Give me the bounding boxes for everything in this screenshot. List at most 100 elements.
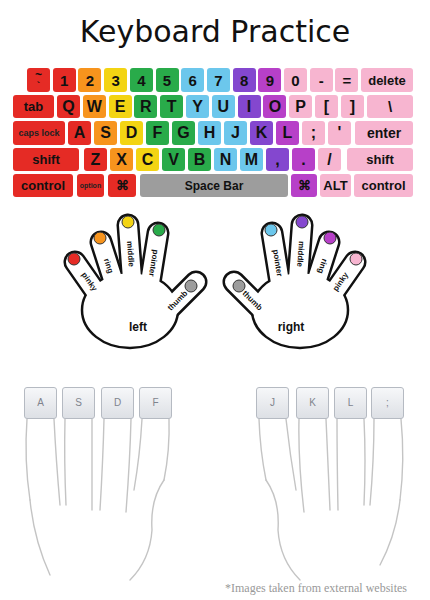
fingertip-dot	[68, 253, 80, 265]
keyboard-key: caps lock	[13, 121, 65, 145]
fingertip-dot	[185, 280, 197, 292]
resting-hands-outline	[380, 500, 400, 565]
home-row-keycap: K	[296, 387, 329, 419]
key-label: shift	[366, 153, 393, 166]
resting-hands-outline	[164, 419, 169, 480]
keyboard-key: =	[335, 68, 358, 92]
left-hand-outline	[101, 242, 118, 295]
key-label: delete	[368, 74, 406, 87]
key-label: ]	[350, 99, 355, 115]
home-row-keycap: F	[139, 387, 172, 419]
key-label: `	[37, 81, 40, 91]
resting-hands-outline	[126, 419, 131, 512]
keyboard-key: M	[240, 148, 263, 171]
left-hand-outline	[75, 225, 196, 348]
key-label: N	[220, 152, 232, 168]
home-row-keycap: S	[62, 387, 95, 419]
source-note: *Images taken from external websites	[225, 582, 407, 594]
keyboard-key: ]	[341, 95, 364, 118]
keyboard-key: 1	[53, 68, 76, 92]
resting-hands-outline	[26, 419, 403, 580]
key-label: M	[245, 152, 258, 168]
resting-hands-outline	[30, 500, 50, 575]
keyboard-key: 4	[130, 68, 153, 92]
keyboard-key: H	[198, 121, 221, 145]
keyboard-key: Y	[186, 95, 209, 118]
keyboard-key: shift	[347, 148, 413, 171]
resting-hands-outline	[259, 419, 266, 480]
keyboard-key: 7	[207, 68, 230, 92]
key-label: S	[75, 398, 82, 408]
fingertip-dot	[324, 232, 336, 244]
resting-hands-outline	[286, 419, 296, 490]
key-label: V	[168, 152, 179, 168]
keyboard-key: tab	[13, 95, 54, 118]
keyboard-key: T	[160, 95, 183, 118]
home-row-keycap: J	[256, 387, 289, 419]
key-label: K	[256, 125, 268, 141]
key-label: F	[152, 398, 158, 408]
home-row-keycap: ;	[371, 387, 404, 419]
key-label: enter	[367, 126, 401, 140]
keyboard-key: N	[214, 148, 237, 171]
home-row-keycap: L	[334, 387, 367, 419]
keyboard-key: Q	[57, 95, 80, 118]
key-label: 4	[137, 73, 145, 88]
keyboard-key: W	[83, 95, 106, 118]
key-label: ⌘	[298, 179, 311, 192]
right-hand-outline	[234, 225, 355, 320]
keyboard-key: shift	[13, 148, 79, 171]
key-label: U	[218, 99, 230, 115]
key-label: K	[309, 398, 316, 408]
keyboard-key: Space Bar	[140, 174, 288, 197]
key-label: ALT	[323, 179, 347, 192]
right-hand-outline	[312, 242, 329, 295]
keyboard-key: 2	[78, 68, 101, 92]
key-label: caps lock	[18, 129, 59, 138]
key-label: shift	[32, 153, 59, 166]
fingertip-dot	[122, 216, 134, 228]
keyboard-key: ⌘	[291, 174, 317, 197]
resting-hands-outline	[100, 419, 104, 510]
page-title: Keyboard Practice	[0, 14, 430, 49]
keyboard-key: O	[263, 95, 286, 118]
key-label: Z	[91, 152, 101, 168]
keyboard-key: K	[250, 121, 273, 145]
fingertip-dot	[68, 216, 362, 292]
resting-hands-outline	[337, 419, 338, 510]
key-label: ⌘	[116, 179, 129, 192]
key-label: L	[283, 125, 293, 141]
keyboard-key: I	[238, 95, 261, 118]
fingertip-dot	[296, 216, 308, 228]
key-label: control	[21, 179, 65, 192]
keyboard-key: S	[94, 121, 117, 145]
keyboard-key: X	[110, 148, 133, 171]
keyboard-key: ;	[302, 121, 325, 145]
keyboard-key: option	[77, 174, 104, 197]
key-label: tab	[24, 100, 44, 113]
key-label: -	[319, 73, 324, 88]
key-label: ;	[311, 125, 316, 141]
key-label: I	[247, 99, 251, 115]
keyboard-key: \	[367, 95, 413, 118]
key-label: J	[270, 398, 275, 408]
key-label: 6	[189, 73, 197, 88]
resting-hands-outline	[266, 480, 300, 580]
key-label: 1	[60, 73, 68, 88]
keyboard-key: ~`	[27, 68, 50, 92]
key-label: .	[301, 152, 305, 168]
key-label: 7	[214, 73, 222, 88]
keyboard-key: U	[212, 95, 235, 118]
keyboard-key: D	[120, 121, 143, 145]
keyboard-key: ALT	[320, 174, 351, 197]
keyboard-key: P	[289, 95, 312, 118]
right-hand-outline	[234, 225, 355, 348]
fingertip-dot	[153, 224, 165, 236]
home-row-keycap: D	[101, 387, 134, 419]
key-label: 3	[111, 73, 119, 88]
key-label: \	[388, 99, 392, 114]
key-label: [	[324, 99, 329, 115]
keyboard-key: ⌘	[108, 174, 136, 197]
key-label: ,	[275, 152, 279, 168]
key-label: Space Bar	[185, 180, 244, 192]
